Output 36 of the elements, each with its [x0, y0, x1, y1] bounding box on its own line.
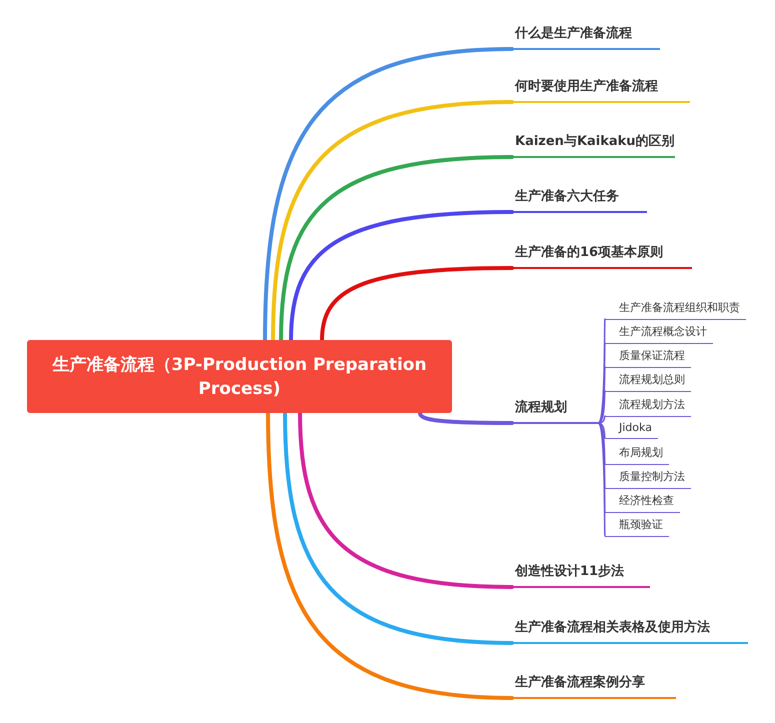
branch-topic: 什么是生产准备流程	[512, 24, 660, 50]
branch-line	[266, 411, 514, 700]
branch-line	[263, 47, 514, 342]
subtopic: 流程规划总则	[605, 372, 691, 392]
branch-topic: 生产准备流程相关表格及使用方法	[512, 618, 748, 644]
subtopic: 质量保证流程	[605, 348, 691, 368]
connector-line	[597, 422, 606, 489]
subtopic: Jidoka	[605, 421, 658, 439]
branch-topic: 生产准备流程案例分享	[512, 673, 676, 699]
subtopic: 瓶颈验证	[605, 517, 669, 537]
branch-topic: 生产准备六大任务	[512, 187, 647, 213]
subtopic: 生产准备流程组织和职责	[605, 300, 746, 320]
branch-topic: Kaizen与Kaikaku的区别	[512, 132, 675, 158]
connector-line	[597, 366, 606, 424]
connector-line	[597, 415, 606, 424]
connector-line	[597, 342, 606, 424]
branch-topic: 流程规划	[512, 398, 598, 424]
branch-line	[289, 210, 514, 342]
subtopic: 生产流程概念设计	[605, 324, 713, 344]
subtopic: 布局规划	[605, 445, 669, 465]
branch-line	[298, 411, 514, 589]
branch-line	[418, 411, 514, 425]
central-topic-box: 生产准备流程（3P-Production Preparation Process)	[27, 340, 452, 413]
subtopic: 流程规划方法	[605, 397, 691, 417]
connector-line	[597, 422, 606, 537]
subtopic: 质量控制方法	[605, 469, 691, 489]
connector-line	[597, 422, 606, 465]
branch-line	[320, 266, 514, 342]
branch-line	[279, 155, 514, 342]
branch-line	[271, 100, 514, 342]
branch-topic: 创造性设计11步法	[512, 562, 650, 588]
branch-topic: 何时要使用生产准备流程	[512, 77, 690, 103]
branch-line	[283, 411, 514, 645]
subtopic: 经济性检查	[605, 493, 680, 513]
branch-topic: 生产准备的16项基本原则	[512, 243, 692, 269]
connector-line	[597, 318, 606, 424]
